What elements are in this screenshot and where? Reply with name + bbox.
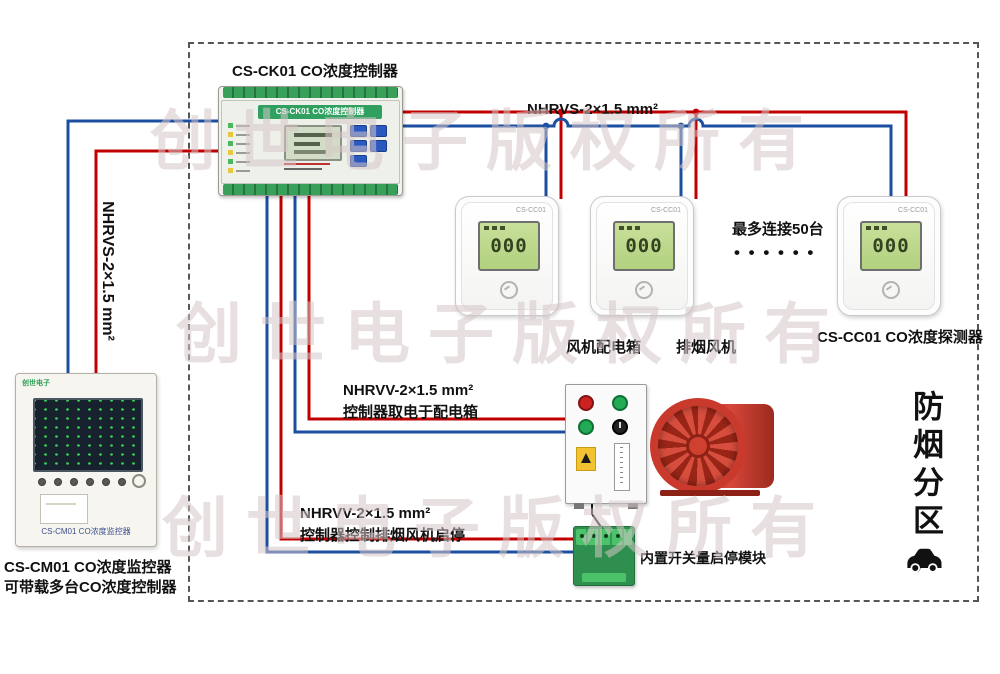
monitor-buttons [38, 478, 126, 486]
module-screws [580, 534, 620, 538]
detector-lcd-icons [619, 226, 640, 230]
controller-button [350, 155, 367, 167]
fan-box-caption: 风机配电箱 [566, 339, 642, 356]
detector-caption: CS-CC01 CO浓度探测器 [817, 329, 983, 346]
monitor-button [38, 478, 46, 486]
monitor-button [86, 478, 94, 486]
detector-lcd: 000 [860, 221, 922, 271]
cabinet-green-button [612, 395, 628, 411]
cabinet-meter [614, 443, 630, 491]
co-controller-device: CS-CK01 CO浓度控制器 [218, 86, 403, 196]
detector-face: CS-CC01 000 [596, 202, 688, 310]
smoke-zone-label: 防烟分区 [908, 390, 943, 542]
detector-face: CS-CC01 000 [843, 202, 935, 310]
controller-face: CS-CK01 CO浓度控制器 [221, 100, 400, 184]
fan-caption: 排烟风机 [676, 339, 737, 356]
controller-button [350, 140, 367, 152]
brand-logo: 创世电子 [22, 380, 50, 387]
monitor-caption-1: CS-CM01 CO浓度监控器 [4, 559, 172, 576]
module-caption: 内置开关量启停模块 [640, 550, 766, 566]
detector-model-label: CS-CC01 [898, 207, 928, 214]
power-cable-label-1: NHRVV-2×1.5 mm² [343, 382, 474, 399]
fan-mount [660, 490, 760, 496]
detector-lcd-value: 000 [872, 235, 910, 257]
monitor-led-screen [33, 398, 143, 472]
left-cable-label: NHRVS-2×1.5 mm² [99, 201, 116, 341]
cabinet-foot [628, 503, 638, 509]
controller-button [370, 140, 387, 152]
lock-icon [132, 474, 146, 488]
fan-hub [686, 434, 710, 458]
monitor-button [118, 478, 126, 486]
monitor-button [54, 478, 62, 486]
monitor-model-label: CS-CM01 CO浓度监控器 [41, 527, 131, 536]
controller-lcd [284, 125, 342, 161]
controller-buttons [350, 125, 390, 167]
co-monitor-panel: 创世电子 CS-CM01 CO浓度监控器 [15, 373, 157, 547]
bus-cable-label: NHRVS-2×1.5 mm² [527, 101, 659, 118]
smoke-exhaust-fan [648, 396, 778, 498]
detector-model-label: CS-CC01 [651, 207, 681, 214]
monitor-caption-2: 可带载多台CO浓度控制器 [4, 579, 177, 596]
switch-module [573, 526, 635, 586]
detector-model-label: CS-CC01 [516, 207, 546, 214]
detector-lcd-value: 000 [490, 235, 528, 257]
controller-header: CS-CK01 CO浓度控制器 [258, 105, 382, 119]
car-icon [903, 546, 945, 581]
fan-power-cabinet [565, 384, 647, 509]
controller-button [370, 125, 387, 137]
terminal-strip [223, 184, 398, 195]
warning-sticker-icon [576, 447, 596, 471]
brand-logo-icon [500, 281, 518, 299]
module-terminal-strip [582, 573, 626, 582]
detector-lcd-value: 000 [625, 235, 663, 257]
monitor-button [70, 478, 78, 486]
cabinet-green-button [578, 419, 594, 435]
monitor-button [102, 478, 110, 486]
controller-button [350, 125, 367, 137]
fan-blades [650, 398, 746, 494]
cabinet-foot [574, 503, 584, 509]
terminal-strip [223, 87, 398, 98]
controller-led-indicators [228, 123, 250, 177]
control-cable-label-2: 控制器控制排烟风机启停 [300, 527, 466, 544]
continuation-dots: • • • • • • [734, 243, 816, 262]
detector-face: CS-CC01 000 [461, 202, 553, 310]
cabinet-red-button [578, 395, 594, 411]
cabinet-knob [612, 419, 628, 435]
control-cable-label-1: NHRVV-2×1.5 mm² [300, 505, 431, 522]
controller-text-lines [284, 163, 338, 173]
co-detector-2: CS-CC01 000 [590, 196, 694, 316]
co-detector-3: CS-CC01 000 [837, 196, 941, 316]
detector-lcd: 000 [613, 221, 675, 271]
co-detector-1: CS-CC01 000 [455, 196, 559, 316]
detector-lcd-icons [866, 226, 887, 230]
controller-caption: CS-CK01 CO浓度控制器 [232, 63, 398, 80]
detector-lcd: 000 [478, 221, 540, 271]
detector-lcd-icons [484, 226, 505, 230]
monitor-slot [40, 494, 88, 524]
power-cable-label-2: 控制器取电于配电箱 [343, 404, 479, 421]
brand-logo-icon [882, 281, 900, 299]
max-connect-label: 最多连接50台 [732, 221, 824, 238]
brand-logo-icon [635, 281, 653, 299]
